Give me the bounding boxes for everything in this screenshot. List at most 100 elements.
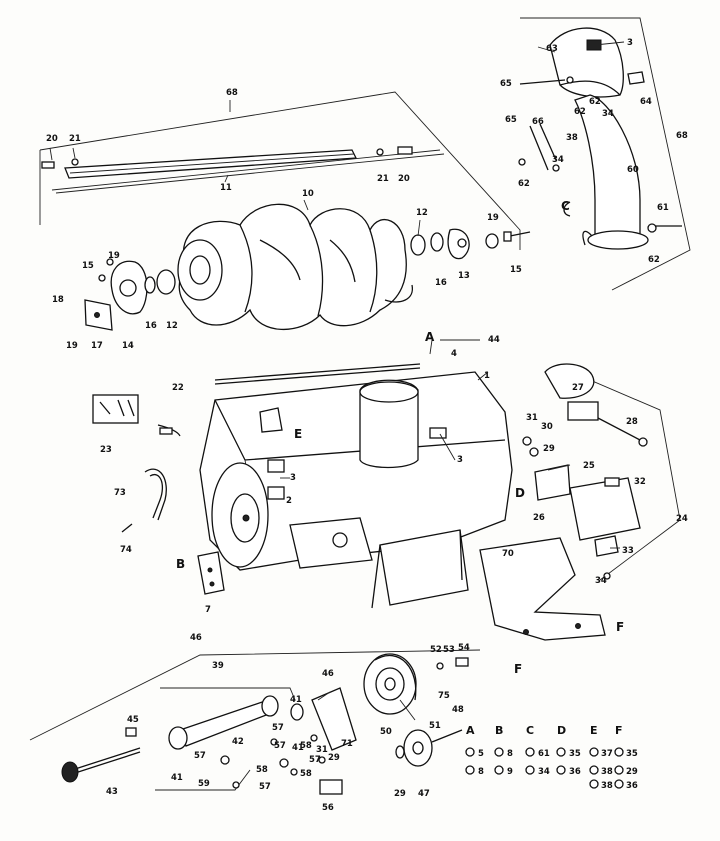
label-17: 17 [91, 341, 103, 351]
side-bracket [197, 551, 225, 595]
label-56: 56 [322, 803, 334, 813]
label-54: 54 [458, 643, 470, 653]
label-53: 53 [443, 645, 455, 655]
label-38: 38 [566, 133, 578, 143]
key-F-bottom: 29 [626, 767, 638, 777]
label-15b: 15 [510, 265, 522, 275]
label-62d: 62 [648, 255, 660, 265]
label-15: 15 [82, 261, 94, 271]
label-16b: 16 [145, 321, 157, 331]
key-F-extra: 36 [626, 781, 638, 791]
label-62: 62 [574, 107, 586, 117]
key-F-top: 35 [626, 749, 638, 759]
label-23: 23 [100, 445, 112, 455]
label-28: 28 [626, 417, 638, 427]
label-24: 24 [676, 514, 688, 524]
label-57: 57 [272, 723, 284, 733]
label-34: 34 [602, 109, 614, 119]
key-letter-C: C [526, 724, 534, 737]
label-20b: 20 [398, 174, 410, 184]
label-33: 33 [622, 546, 634, 556]
pulley-wheels [363, 653, 469, 767]
label-46b: 46 [322, 669, 334, 679]
label-57c: 57 [194, 751, 206, 761]
key-letter-F: F [615, 724, 623, 737]
side-handle [121, 468, 167, 533]
label-2: 2 [286, 496, 292, 506]
label-14: 14 [122, 341, 134, 351]
key-C-bottom: 34 [538, 767, 550, 777]
label-41: 41 [290, 695, 302, 705]
label-31: 31 [526, 413, 538, 423]
label-48: 48 [452, 705, 464, 715]
key-B-bottom: 9 [507, 767, 513, 777]
label-51: 51 [429, 721, 441, 731]
label-12: 12 [416, 208, 428, 218]
key-letter-A: A [466, 724, 475, 737]
label-16: 16 [435, 278, 447, 288]
label-41c: 41 [171, 773, 183, 783]
label-43: 43 [106, 787, 118, 797]
hardware-key: A 5 8 B 8 9 C 61 34 D 35 36 E 37 38 38 F… [466, 724, 638, 791]
label-29: 29 [543, 444, 555, 454]
label-75: 75 [438, 691, 450, 701]
label-3b: 3 [290, 473, 296, 483]
label-3: 3 [627, 38, 633, 48]
key-A-bottom: 8 [478, 767, 484, 777]
label-29c: 29 [394, 789, 406, 799]
label-39: 39 [212, 661, 224, 671]
key-C-top: 61 [538, 749, 550, 759]
key-E-bottom: 38 [601, 767, 613, 777]
label-34b: 34 [552, 155, 564, 165]
label-41b: 41 [292, 743, 304, 753]
letter-D: D [515, 486, 525, 500]
letter-F: F [616, 620, 624, 634]
label-62b: 62 [589, 97, 601, 107]
letter-F2: F [514, 662, 522, 676]
label-42: 42 [232, 737, 244, 747]
label-47: 47 [418, 789, 430, 799]
right-bearing-parts [410, 228, 531, 260]
crank-rod [61, 727, 141, 783]
label-57d: 57 [309, 755, 321, 765]
letter-B: B [176, 557, 185, 571]
key-D-top: 35 [569, 749, 581, 759]
label-21: 21 [69, 134, 81, 144]
label-18: 18 [52, 295, 64, 305]
key-E-extra: 38 [601, 781, 613, 791]
label-57e: 57 [259, 782, 271, 792]
label-31b: 31 [316, 745, 328, 755]
letter-C: C [561, 199, 570, 213]
part-number-labels: 68 20 21 11 10 21 20 12 19 15 19 16 13 1… [46, 38, 688, 813]
label-61: 61 [657, 203, 669, 213]
letter-E: E [294, 427, 302, 441]
label-3c: 3 [457, 455, 463, 465]
label-19c: 19 [66, 341, 78, 351]
label-66: 66 [532, 117, 544, 127]
label-27: 27 [572, 383, 584, 393]
label-74: 74 [120, 545, 132, 555]
right-side-assembly [522, 363, 681, 581]
letter-A: A [425, 330, 435, 344]
label-21b: 21 [377, 174, 389, 184]
hardware-key-icons [465, 747, 624, 789]
label-64: 64 [640, 97, 652, 107]
auger-housing [199, 363, 513, 571]
key-E-top: 37 [601, 749, 613, 759]
label-30: 30 [541, 422, 553, 432]
label-22: 22 [172, 383, 184, 393]
label-4: 4 [451, 349, 457, 359]
label-29b: 29 [328, 753, 340, 763]
key-D-bottom: 36 [569, 767, 581, 777]
drive-small-hardware [220, 734, 343, 795]
auger-shaft [51, 149, 445, 194]
label-60: 60 [627, 165, 639, 175]
label-20: 20 [46, 134, 58, 144]
label-70: 70 [502, 549, 514, 559]
drive-shaft-arm [168, 687, 357, 751]
label-44: 44 [488, 335, 500, 345]
drive-assembly-outline [29, 649, 481, 791]
label-58b: 58 [256, 765, 268, 775]
